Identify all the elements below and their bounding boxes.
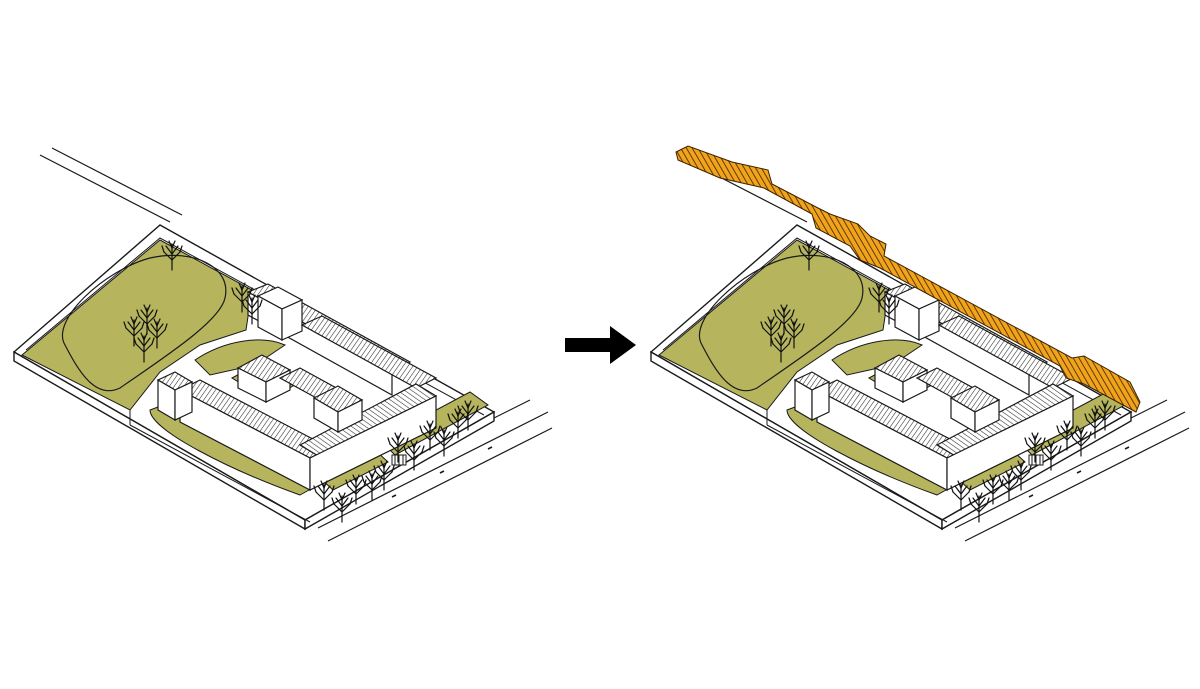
- new-addition-strip: [675, 145, 1141, 413]
- site-model-after: [650, 147, 1190, 542]
- right-arrow-icon: [565, 326, 636, 364]
- site-model-before: [13, 147, 553, 542]
